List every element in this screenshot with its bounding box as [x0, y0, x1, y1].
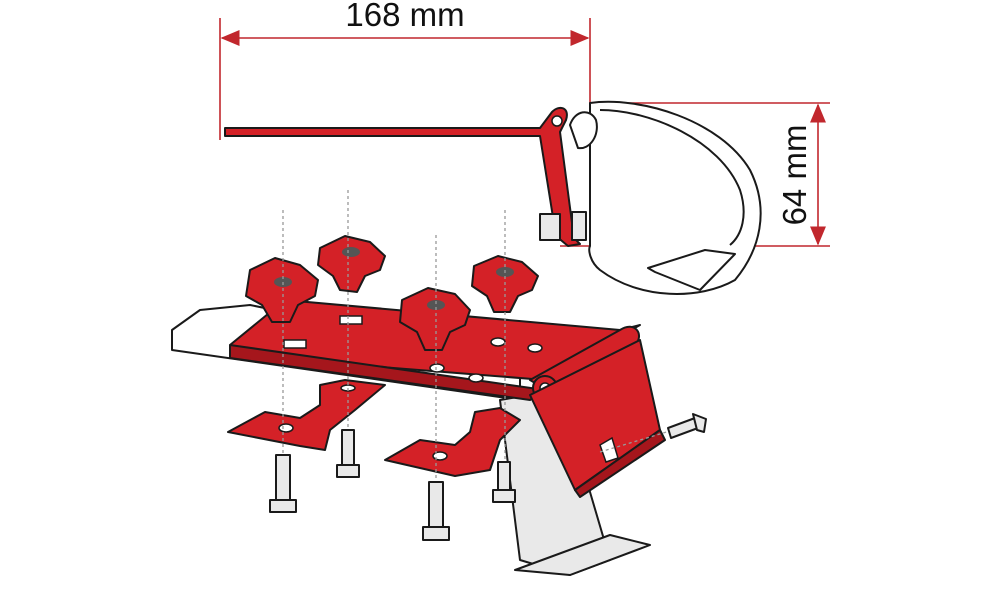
- hinged-flap: [529, 339, 666, 498]
- bolt: [667, 413, 707, 439]
- bolt: [269, 454, 297, 513]
- star-knob: [317, 235, 386, 293]
- clamp-left: [227, 379, 386, 451]
- bolt: [422, 481, 450, 541]
- height-label: 64 mm: [776, 125, 813, 226]
- awning-profile: [569, 100, 762, 295]
- width-label: 168 mm: [345, 0, 464, 33]
- bolt: [336, 429, 360, 478]
- star-knob: [399, 287, 471, 351]
- width-dimension: 168 mm: [219, 0, 591, 248]
- awning-rail: [224, 106, 587, 247]
- bolt: [492, 461, 516, 503]
- nut-icon: [539, 213, 561, 241]
